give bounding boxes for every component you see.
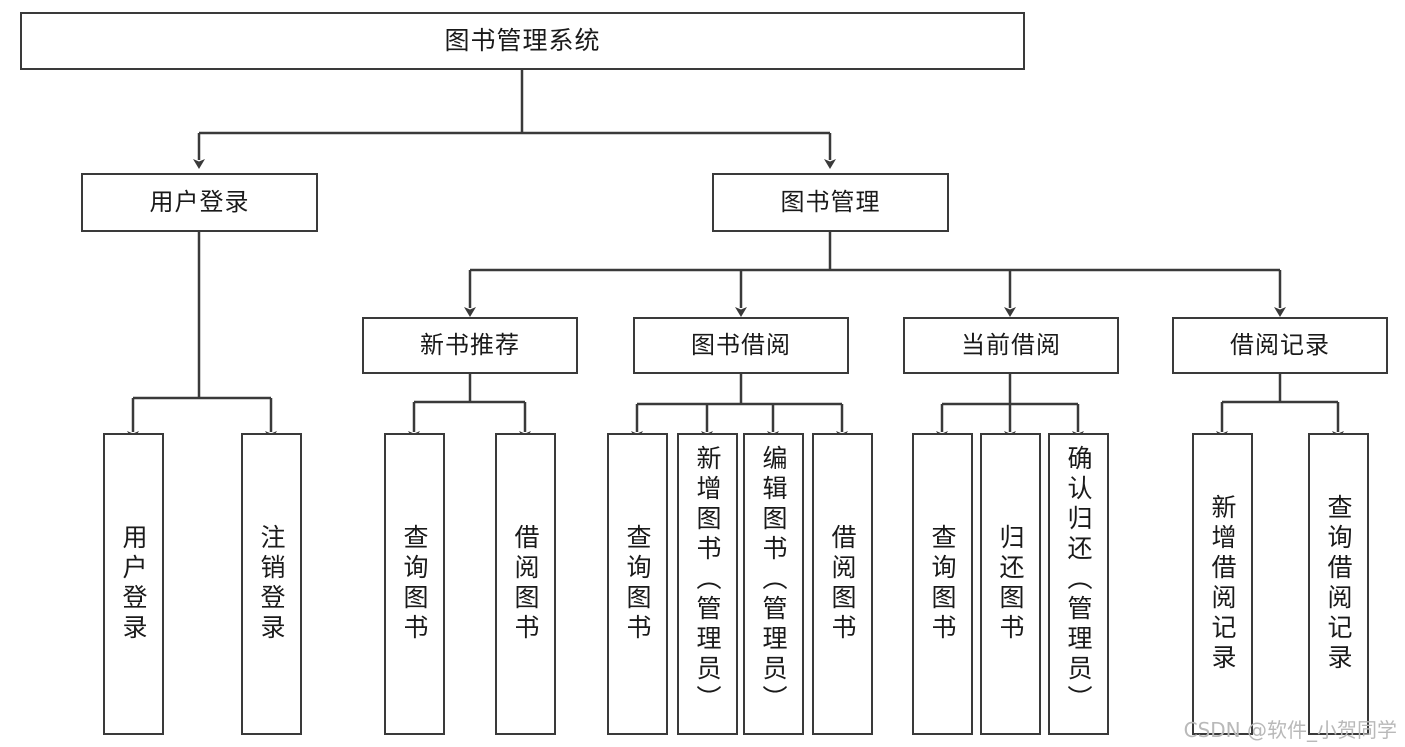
leaf-user-login-logout[interactable]: 注销登录 [241, 433, 302, 735]
node-borrow-record[interactable]: 借阅记录 [1172, 317, 1388, 374]
node-user-login[interactable]: 用户登录 [81, 173, 318, 232]
node-book-management[interactable]: 图书管理 [712, 173, 949, 232]
node-label: 图书管理系统 [444, 26, 601, 56]
leaf-borrow-record-query-record[interactable]: 查询借阅记录 [1308, 433, 1369, 735]
node-label: 查询图书 [623, 524, 652, 644]
node-label: 确认归还（管理员） [1064, 445, 1093, 715]
node-label: 新书推荐 [420, 331, 520, 360]
node-label: 图书借阅 [691, 331, 791, 360]
leaf-book-borrow-edit-book-admin[interactable]: 编辑图书（管理员） [743, 433, 804, 735]
node-book-management-system[interactable]: 图书管理系统 [20, 12, 1025, 70]
node-label: 注销登录 [257, 524, 286, 644]
node-current-borrow[interactable]: 当前借阅 [903, 317, 1119, 374]
leaf-new-book-borrow-book[interactable]: 借阅图书 [495, 433, 556, 735]
node-book-borrow[interactable]: 图书借阅 [633, 317, 849, 374]
node-label: 借阅记录 [1230, 331, 1330, 360]
leaf-book-borrow-add-book-admin[interactable]: 新增图书（管理员） [677, 433, 738, 735]
node-label: 用户登录 [149, 188, 250, 217]
leaf-current-borrow-return-book[interactable]: 归还图书 [980, 433, 1041, 735]
leaf-book-borrow-query-book[interactable]: 查询图书 [607, 433, 668, 735]
node-label: 图书管理 [780, 188, 881, 217]
leaf-new-book-query-book[interactable]: 查询图书 [384, 433, 445, 735]
node-label: 借阅图书 [828, 524, 857, 644]
watermark-text: CSDN @软件_小贺同学 [1183, 718, 1397, 742]
leaf-current-borrow-confirm-return-admin[interactable]: 确认归还（管理员） [1048, 433, 1109, 735]
leaf-user-login-login[interactable]: 用户登录 [103, 433, 164, 735]
node-label: 新增图书（管理员） [693, 445, 722, 715]
leaf-book-borrow-borrow-book[interactable]: 借阅图书 [812, 433, 873, 735]
node-label: 用户登录 [119, 524, 148, 644]
node-label: 查询图书 [928, 524, 957, 644]
node-label: 当前借阅 [961, 331, 1061, 360]
leaf-borrow-record-add-record[interactable]: 新增借阅记录 [1192, 433, 1253, 735]
node-label: 借阅图书 [511, 524, 540, 644]
node-new-book-recommend[interactable]: 新书推荐 [362, 317, 578, 374]
node-label: 查询图书 [400, 524, 429, 644]
node-label: 查询借阅记录 [1324, 494, 1353, 674]
node-label: 归还图书 [996, 524, 1025, 644]
leaf-current-borrow-query-book[interactable]: 查询图书 [912, 433, 973, 735]
node-label: 新增借阅记录 [1208, 494, 1237, 674]
node-label: 编辑图书（管理员） [759, 445, 788, 715]
